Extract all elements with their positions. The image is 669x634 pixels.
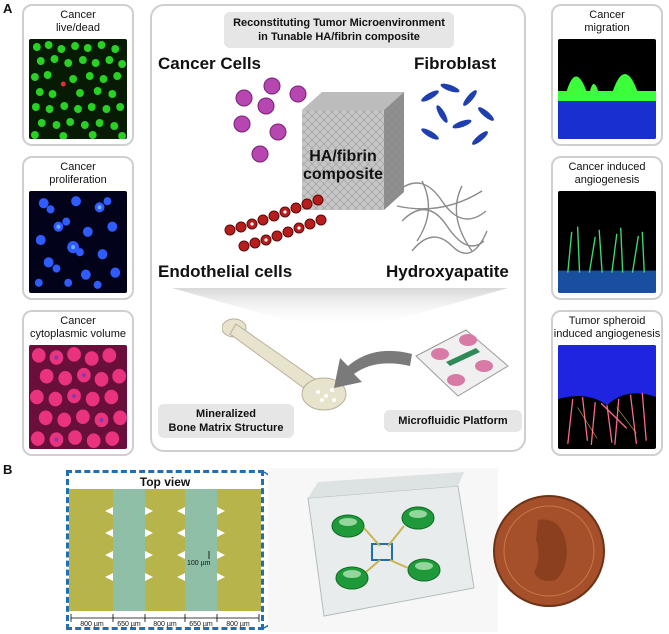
hydroxyapatite-illustration <box>396 180 488 254</box>
width-label: 650 µm <box>189 621 213 628</box>
banner-line: Reconstituting Tumor Microenvironment <box>233 17 445 29</box>
center-schematic-card: Reconstituting Tumor Microenvironment in… <box>150 4 526 452</box>
top-view-frame: Top view 100 µm 800 µm 650 µm 800 µm 650… <box>66 470 264 630</box>
cube-label: HA/fibrin composite <box>302 148 384 184</box>
gap-label: 100 µm <box>187 560 211 567</box>
microfluidic-chip-photo <box>268 468 498 632</box>
card-caption: Cancer proliferation <box>24 158 132 189</box>
migration-micrograph <box>558 39 656 139</box>
caption-line: angiogenesis <box>574 174 640 186</box>
width-label: 800 µm <box>226 621 250 628</box>
microfluidic-chip-illustration <box>415 329 509 397</box>
card-caption: Cancer cytoplasmic volume <box>24 312 132 343</box>
curved-arrow-icon <box>334 350 412 388</box>
endothelial-cells-label: Endothelial cells <box>158 262 293 281</box>
cube-label-line: HA/fibrin <box>309 148 377 165</box>
caption-line: Cancer induced <box>568 161 646 173</box>
top-view-channels <box>69 489 261 622</box>
funnel-shading <box>172 288 508 328</box>
top-view-title: Top view <box>113 475 217 489</box>
penny-coin <box>493 495 605 607</box>
caption-line: induced angiogenesis <box>553 328 661 340</box>
bone-label-line: Mineralized <box>196 408 256 420</box>
proliferation-micrograph <box>29 191 127 293</box>
card-caption: Cancer migration <box>553 6 661 37</box>
caption-line: migration <box>584 22 630 34</box>
bone-illustration <box>222 318 347 411</box>
caption-line: live/dead <box>55 22 101 34</box>
caption-line: Cancer <box>589 9 625 21</box>
fibroblast-label: Fibroblast <box>414 54 497 73</box>
card-caption: Cancer live/dead <box>24 6 132 37</box>
card-proliferation: Cancer proliferation <box>22 156 134 300</box>
endothelial-cells-illustration <box>224 194 327 252</box>
hydroxyapatite-label: Hydroxyapatite <box>386 262 509 281</box>
ha-fibrin-cube <box>302 92 404 210</box>
width-label: 800 µm <box>80 621 104 628</box>
cancer-cells-illustration <box>233 77 307 163</box>
panel-b-label: B <box>3 462 13 477</box>
banner-line: in Tunable HA/fibrin composite <box>258 31 420 43</box>
caption-line: Tumor spheroid <box>568 315 646 327</box>
caption-line: cytoplasmic volume <box>30 328 126 340</box>
fibroblast-illustration <box>421 83 494 145</box>
card-caption: Cancer induced angiogenesis <box>553 158 661 189</box>
card-spheroid-angiogenesis: Tumor spheroid induced angiogenesis <box>551 310 663 456</box>
spheroid-angiogenesis-micrograph <box>558 345 656 449</box>
caption-line: Cancer <box>60 315 96 327</box>
width-label: 800 µm <box>153 621 177 628</box>
live-dead-micrograph <box>29 39 127 139</box>
cube-label-line: composite <box>302 166 383 183</box>
card-migration: Cancer migration <box>551 4 663 146</box>
card-caption: Tumor spheroid induced angiogenesis <box>553 312 661 343</box>
angiogenesis-micrograph <box>558 191 656 293</box>
bone-matrix-label: Mineralized Bone Matrix Structure <box>158 404 294 438</box>
panel-a-label: A <box>3 1 13 16</box>
caption-line: Cancer <box>60 161 96 173</box>
caption-line: Cancer <box>60 9 96 21</box>
card-cytoplasmic-volume: Cancer cytoplasmic volume <box>22 310 134 456</box>
schematic-banner: Reconstituting Tumor Microenvironment in… <box>224 12 454 48</box>
card-angiogenesis: Cancer induced angiogenesis <box>551 156 663 300</box>
caption-line: proliferation <box>49 174 107 186</box>
cytoplasmic-volume-micrograph <box>29 345 127 449</box>
microfluidic-platform-label: Microfluidic Platform <box>384 410 522 432</box>
cancer-cells-label: Cancer Cells <box>158 54 261 73</box>
width-label: 650 µm <box>117 621 141 628</box>
card-live-dead: Cancer live/dead <box>22 4 134 146</box>
bone-label-line: Bone Matrix Structure <box>168 422 284 434</box>
